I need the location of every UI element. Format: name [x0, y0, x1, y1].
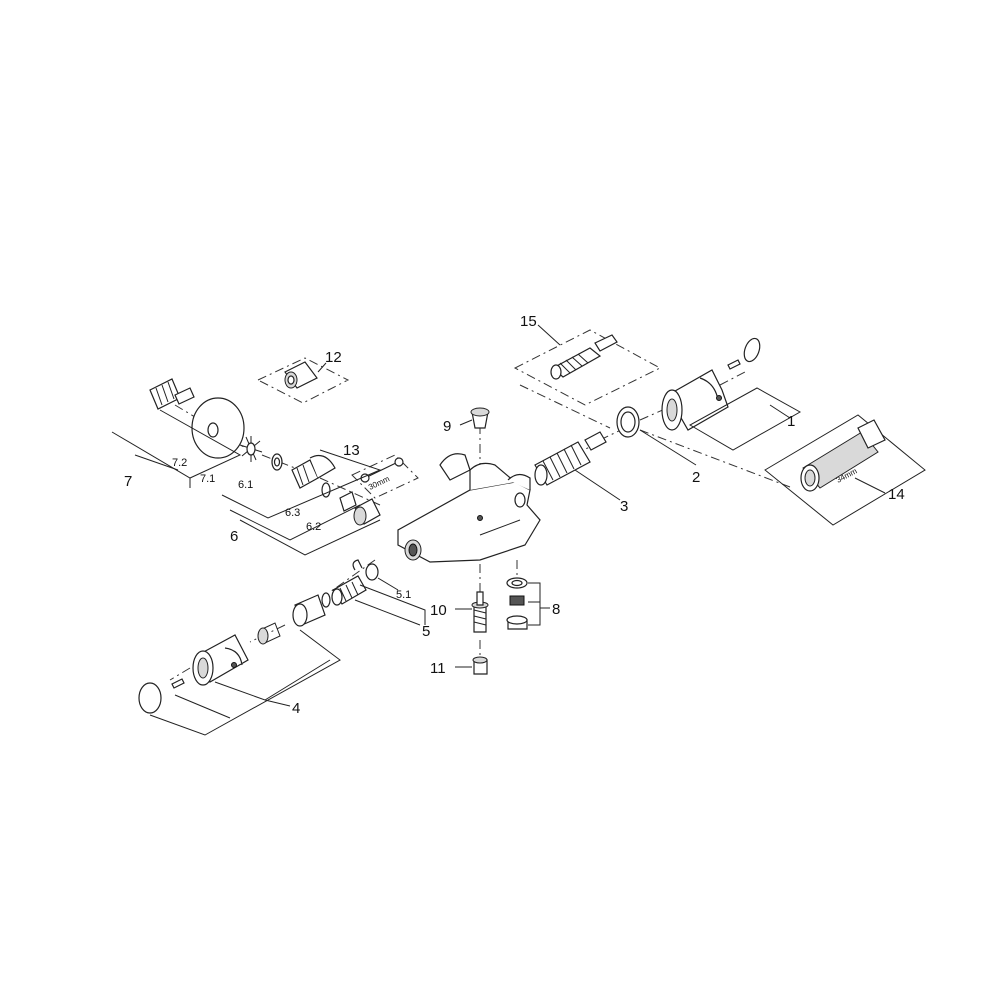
part-1-handle [661, 369, 729, 431]
part-6-connector [339, 491, 357, 512]
part-5-elbow [331, 559, 379, 606]
part-12-nut [284, 361, 318, 389]
callout-3: 3 [620, 498, 628, 515]
part-13-box: 30mm [351, 454, 419, 499]
part-4-cap [138, 682, 162, 714]
callout-7-2: 7.2 [172, 457, 187, 469]
callout-8: 8 [552, 601, 560, 618]
callout-7: 7 [124, 473, 132, 490]
part-1-clip [743, 337, 761, 363]
part-6-oring [321, 482, 331, 498]
part-11-nut [472, 656, 488, 675]
callout-9: 9 [443, 418, 451, 435]
callout-6-3: 6.3 [285, 507, 300, 519]
part-4-handle [192, 634, 249, 686]
callout-6-2: 6.2 [306, 521, 321, 533]
callout-1: 1 [787, 413, 795, 430]
part-9-cap [470, 407, 490, 429]
part-7-star-washer [239, 436, 263, 462]
torque-label: 30mm [367, 474, 391, 492]
part-14-tool [800, 419, 886, 492]
callout-6: 6 [230, 528, 238, 545]
part-3-cartridge [534, 431, 607, 486]
callout-6-1: 6.1 [238, 479, 253, 491]
callout-13: 13 [343, 442, 360, 459]
callout-14: 14 [888, 486, 905, 503]
part-8-aerator [506, 577, 528, 630]
callout-10: 10 [430, 602, 447, 619]
callout-12: 12 [325, 349, 342, 366]
callout-5: 5 [422, 623, 430, 640]
part-6-union [291, 455, 336, 489]
part-14-box: 34mm [764, 414, 926, 526]
callout-15: 15 [520, 313, 537, 330]
callout-2: 2 [692, 469, 700, 486]
part-7-rosette [191, 397, 245, 459]
part-10-valve [471, 591, 489, 633]
part-4-screw [171, 678, 185, 689]
mixer-body [397, 453, 541, 563]
part-4-fitting [257, 592, 331, 645]
part-7-eccentric [149, 378, 195, 410]
part-12-box [256, 357, 350, 404]
part-15-cartridge [550, 334, 618, 380]
callout-7-1: 7.1 [200, 473, 215, 485]
part-1-screw [727, 359, 741, 370]
callout-5-1: 5.1 [396, 589, 411, 601]
callout-11: 11 [430, 660, 446, 677]
part-2-ring [616, 406, 640, 438]
part-6-washer [271, 453, 283, 471]
callout-4: 4 [292, 700, 300, 717]
part-15-box [513, 329, 662, 406]
part-6-nut [353, 498, 381, 526]
